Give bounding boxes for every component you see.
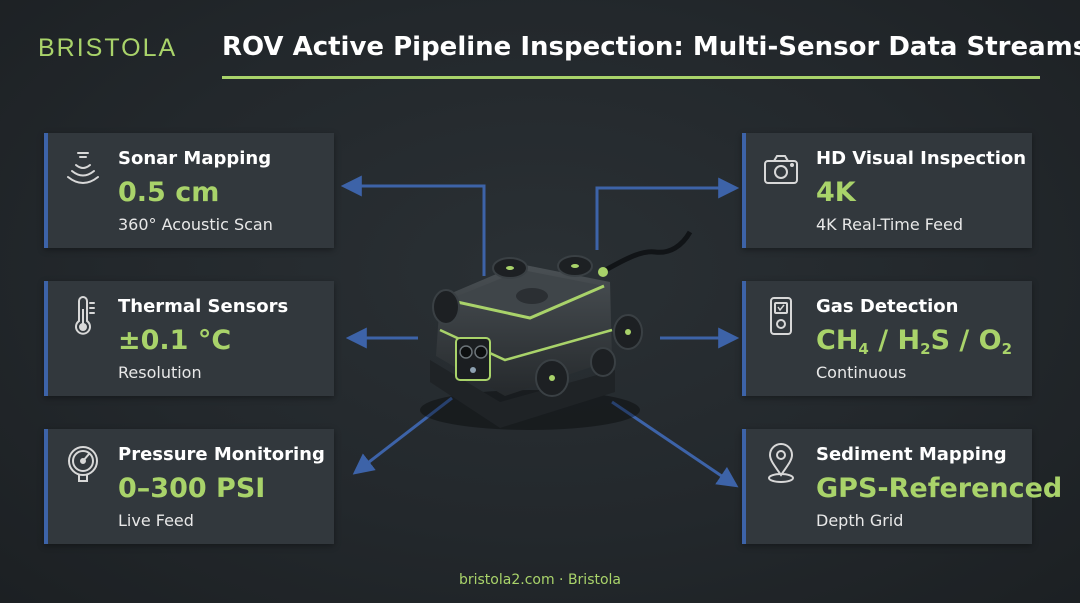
card-sediment-mapping: Sediment Mapping GPS-Referenced Depth Gr…	[742, 429, 1062, 544]
rov-illustration	[420, 230, 693, 430]
card-value: ±0.1 °C	[118, 325, 232, 356]
card-subtitle: Resolution	[118, 363, 202, 382]
card-sonar-mapping: Sonar Mapping 0.5 cm 360° Acoustic Scan	[44, 133, 334, 248]
page-title: ROV Active Pipeline Inspection: Multi-Se…	[222, 32, 1080, 62]
arrow-pressure	[352, 396, 453, 475]
card-subtitle: Continuous	[816, 363, 907, 382]
footer-credit: bristola2.com · Bristola	[458, 572, 622, 588]
card-hd-visual-inspection: HD Visual Inspection 4K 4K Real-Time Fee…	[742, 133, 1032, 248]
camera-icon	[764, 155, 798, 184]
card-value: 0–300 PSI	[118, 473, 266, 504]
arrow-sediment	[611, 400, 739, 488]
card-subtitle: 4K Real-Time Feed	[816, 215, 963, 234]
card-title: Gas Detection	[816, 296, 959, 317]
card-title: Sediment Mapping	[816, 444, 1007, 465]
card-thermal-sensors: Thermal Sensors ±0.1 °C Resolution	[44, 281, 334, 396]
card-title: HD Visual Inspection	[816, 148, 1027, 169]
card-subtitle: 360° Acoustic Scan	[118, 215, 273, 234]
arrow-sonar	[340, 175, 486, 276]
gas-detector-icon	[770, 297, 792, 335]
map-pin-icon	[768, 443, 794, 483]
card-value: 0.5 cm	[118, 177, 220, 208]
card-value: GPS-Referenced	[816, 473, 1063, 504]
thermometer-icon	[75, 296, 95, 335]
card-title: Sonar Mapping	[118, 148, 272, 169]
brand-logo: BRISTOLA	[38, 34, 178, 62]
card-pressure-monitoring: Pressure Monitoring 0–300 PSI Live Feed	[44, 429, 334, 544]
card-title: Thermal Sensors	[118, 296, 289, 317]
card-subtitle: Live Feed	[118, 511, 194, 530]
arrow-visual	[595, 177, 740, 250]
card-value: 4K	[816, 177, 856, 208]
card-gas-detection: Gas Detection CH4 / H2S / O2 Continuous	[742, 281, 1032, 396]
title-underline	[222, 76, 1040, 79]
card-subtitle: Depth Grid	[816, 511, 904, 530]
pressure-gauge-icon	[68, 446, 98, 482]
card-value: CH4 / H2S / O2	[816, 325, 1013, 358]
sonar-icon	[67, 152, 99, 184]
card-title: Pressure Monitoring	[118, 444, 325, 465]
